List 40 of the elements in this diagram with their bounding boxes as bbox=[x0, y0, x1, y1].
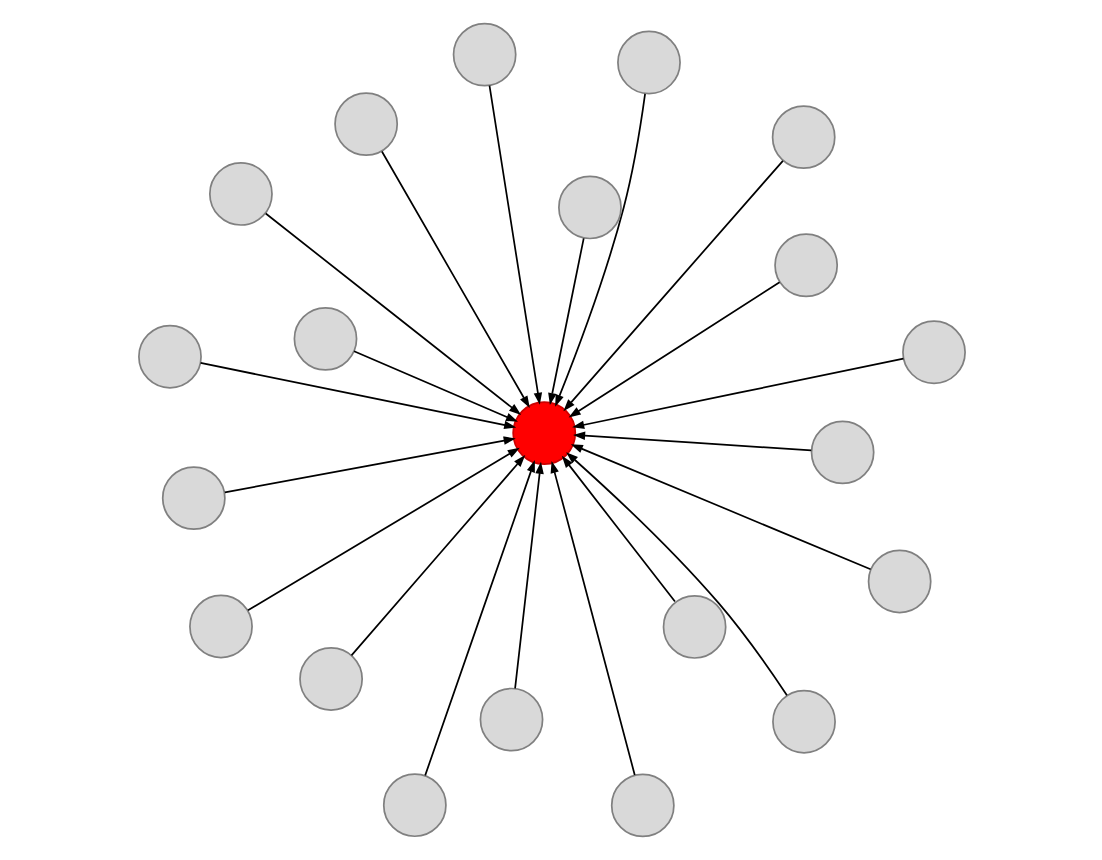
node-circle bbox=[616, 30, 680, 95]
node-circle bbox=[773, 233, 838, 298]
node-circle bbox=[188, 594, 252, 659]
arrow bbox=[571, 357, 904, 429]
node-circle bbox=[478, 687, 543, 752]
node-circle bbox=[557, 175, 621, 240]
node-circle bbox=[298, 647, 362, 711]
arrow bbox=[549, 460, 635, 776]
arrow bbox=[349, 455, 525, 657]
arrow bbox=[572, 431, 812, 452]
node-circle bbox=[207, 162, 272, 226]
arrow bbox=[223, 436, 515, 494]
node-circle bbox=[333, 92, 398, 157]
arrow bbox=[487, 84, 542, 405]
node-circle bbox=[771, 689, 835, 754]
arrow bbox=[547, 237, 584, 406]
arrow bbox=[423, 460, 534, 777]
node-circle bbox=[866, 549, 931, 614]
arrow bbox=[554, 93, 645, 407]
node-circle bbox=[901, 320, 965, 385]
node-circle bbox=[451, 22, 516, 87]
arrow bbox=[198, 362, 516, 430]
arrow bbox=[562, 160, 783, 412]
node-circle bbox=[137, 324, 201, 389]
node-circle bbox=[160, 466, 225, 531]
node-circle bbox=[770, 105, 835, 170]
node-circle bbox=[609, 773, 674, 838]
arrow bbox=[560, 455, 675, 603]
arrow bbox=[380, 150, 529, 408]
arrow bbox=[569, 444, 871, 571]
node-circle bbox=[661, 595, 726, 659]
arrow bbox=[352, 350, 518, 422]
arrow bbox=[263, 212, 521, 415]
node-circle bbox=[381, 773, 446, 838]
node-circle bbox=[292, 306, 357, 371]
arrow bbox=[513, 461, 543, 690]
arrow bbox=[565, 452, 787, 697]
arrow bbox=[567, 281, 780, 418]
arrow bbox=[246, 447, 519, 612]
node-circle bbox=[809, 420, 874, 485]
